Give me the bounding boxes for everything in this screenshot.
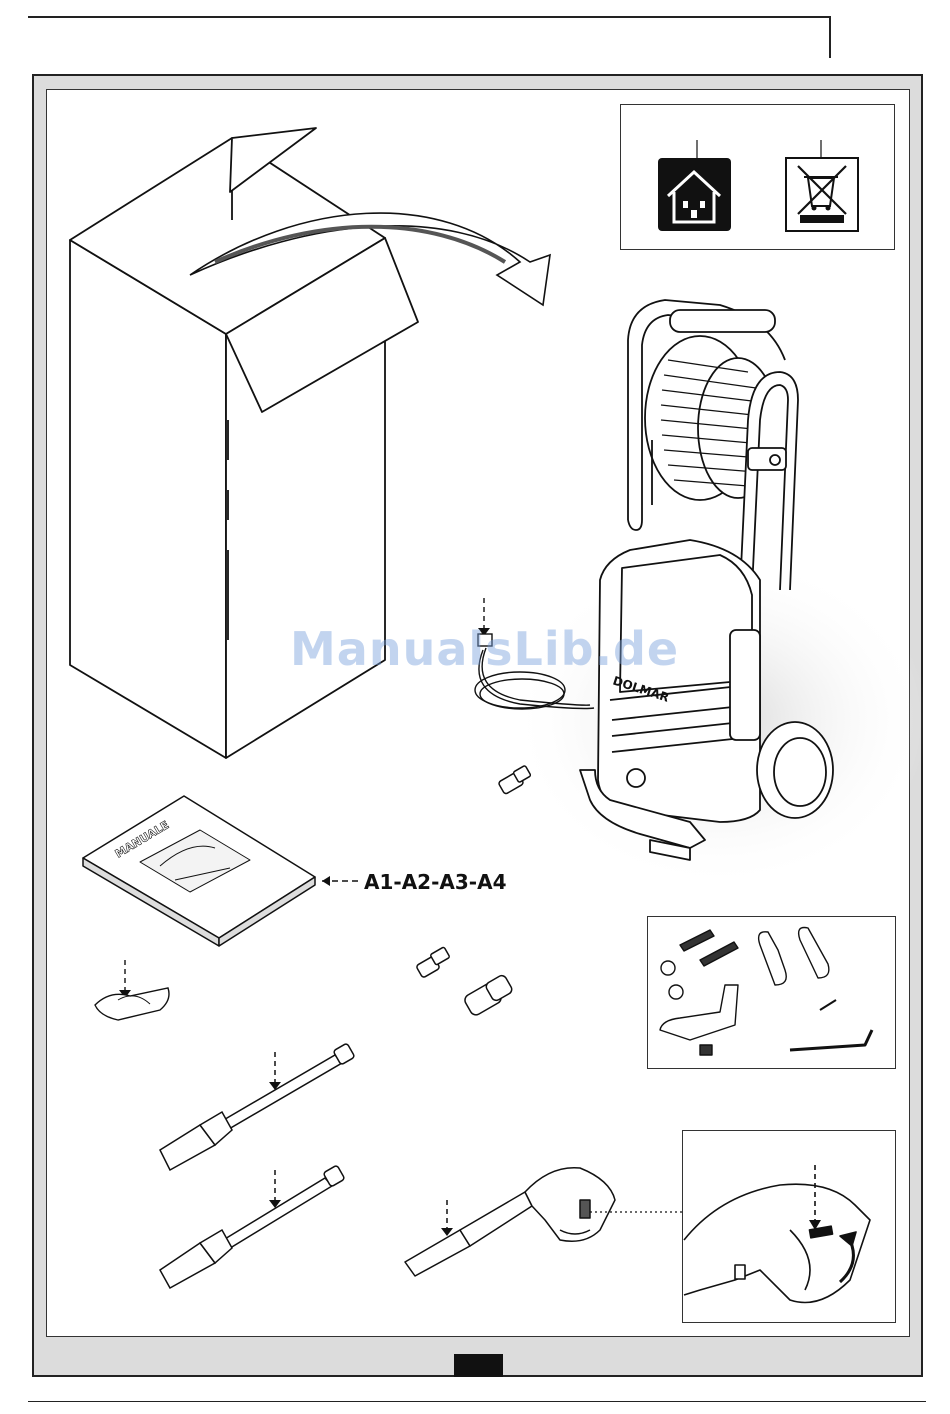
manual-reference-label: A1-A2-A3-A4 xyxy=(364,870,506,894)
crossed-out-wheelie-bin-icon xyxy=(786,158,858,231)
page-number-tab xyxy=(454,1354,503,1377)
spray-lance-variable xyxy=(160,1043,355,1170)
watermark: ManualsLib.de xyxy=(290,622,679,676)
spray-gun xyxy=(405,1168,615,1276)
garden-hose-connector xyxy=(463,974,514,1017)
accessory-bag xyxy=(95,960,169,1020)
bottom-rule xyxy=(28,1401,926,1402)
mounting-parts xyxy=(660,928,872,1056)
indoor-storage-house-icon xyxy=(658,158,731,231)
trigger-detail xyxy=(684,1165,870,1303)
manual-pointer-head xyxy=(322,876,330,886)
hose-coupling-2 xyxy=(416,947,450,978)
spray-lance-rotary xyxy=(160,1165,345,1288)
operating-manual xyxy=(83,796,315,946)
